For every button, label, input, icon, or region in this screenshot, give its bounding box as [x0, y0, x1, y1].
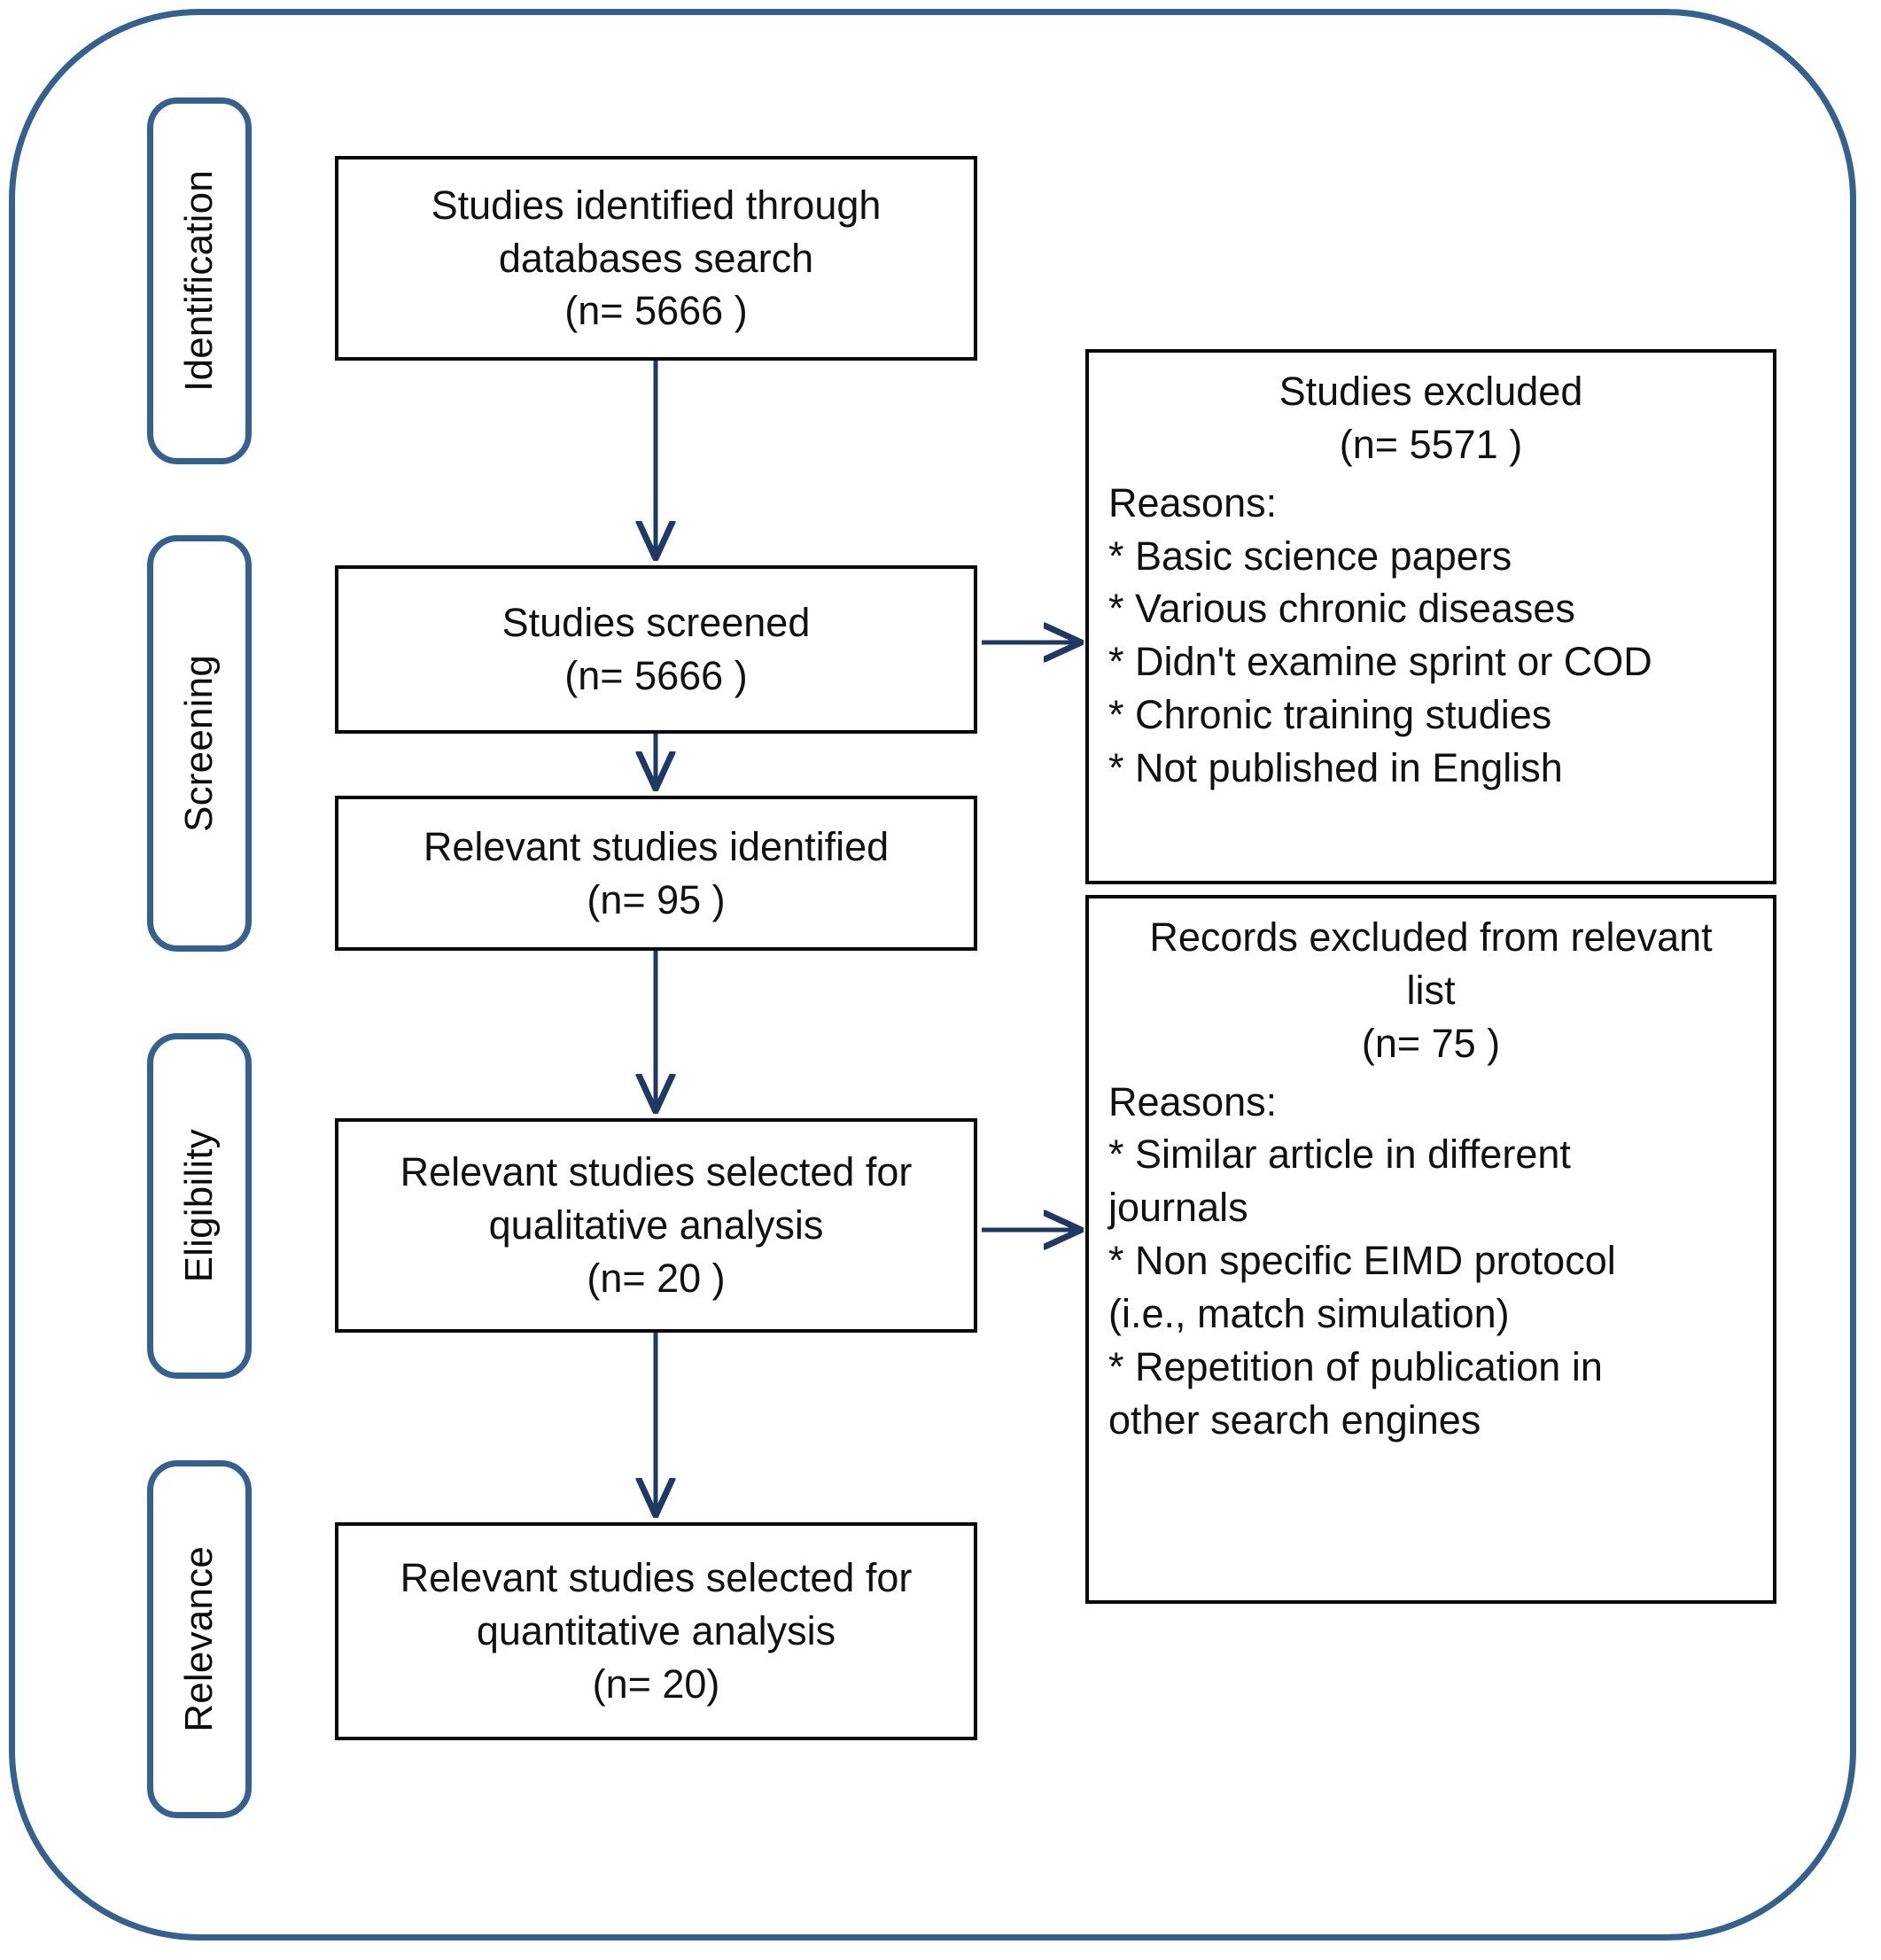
exclusion-reason-item: * Didn't examine sprint or COD [1108, 639, 1652, 685]
exclusion-head-line: list [1406, 967, 1456, 1013]
exclusion-head-line: Records excluded from relevant [1149, 914, 1713, 960]
exclusion-reason-item: * Repetition of publication in [1108, 1343, 1603, 1389]
flow-box-studies-identified: Studies identified through databases sea… [335, 156, 977, 361]
flow-box-line: (n= 95 ) [587, 876, 726, 922]
flow-box-line: (n= 5666 ) [564, 288, 748, 334]
exclusion-head-line: (n= 5571 ) [1339, 421, 1523, 467]
exclusion-reasons-label: Reasons: [1108, 1078, 1278, 1124]
exclusion-reason-item: other search engines [1108, 1396, 1481, 1443]
flow-box-line: qualitative analysis [488, 1202, 824, 1248]
flow-box-line: Relevant studies selected for [400, 1555, 913, 1601]
exclusion-reason-item: journals [1108, 1185, 1248, 1231]
exclusion-reason-item: * Similar article in different [1108, 1132, 1571, 1178]
stage-pill-screening: Screening [147, 535, 252, 952]
stage-pill-relevance: Relevance [147, 1460, 252, 1818]
flow-box-quantitative-analysis: Relevant studies selected for quantitati… [335, 1522, 977, 1740]
flow-box-line: (n= 20 ) [587, 1255, 726, 1301]
exclusion-reason-item: * Basic science papers [1108, 533, 1512, 579]
flow-box-qualitative-analysis: Relevant studies selected for qualitativ… [335, 1118, 977, 1333]
flow-box-line: quantitative analysis [476, 1608, 836, 1654]
exclusion-reasons-label: Reasons: [1108, 479, 1278, 525]
exclusion-head-line: (n= 75 ) [1361, 1020, 1501, 1066]
flow-box-relevant-studies-identified: Relevant studies identified (n= 95 ) [335, 796, 977, 951]
exclusion-box-records-excluded-relevant-list: Records excluded from relevant list (n= … [1085, 895, 1776, 1604]
exclusion-head-line: Studies excluded [1279, 369, 1583, 414]
outer-rounded-frame [9, 9, 1856, 1941]
flow-box-line: databases search [498, 235, 814, 281]
flow-box-line: Relevant studies identified [423, 823, 890, 869]
exclusion-reason-item: * Non specific EIMD protocol [1108, 1238, 1616, 1284]
flow-box-line: Relevant studies selected for [400, 1149, 913, 1195]
flow-box-line: Studies identified through [431, 182, 882, 228]
stage-pill-identification: Identification [147, 97, 252, 464]
flow-box-line: (n= 20) [592, 1661, 720, 1707]
exclusion-reason-item: (i.e., match simulation) [1108, 1290, 1510, 1336]
stage-pill-eligibility: Eligibility [147, 1033, 252, 1379]
exclusion-reason-item: * Not published in English [1108, 744, 1563, 790]
flow-box-line: Studies screened [501, 600, 811, 646]
exclusion-reason-item: * Various chronic diseases [1108, 586, 1575, 632]
exclusion-box-studies-excluded: Studies excluded (n= 5571 ) Reasons: * B… [1085, 349, 1776, 884]
flow-box-studies-screened: Studies screened (n= 5666 ) [335, 565, 977, 734]
exclusion-reason-item: * Chronic training studies [1108, 692, 1552, 738]
flow-box-line: (n= 5666 ) [564, 653, 748, 698]
